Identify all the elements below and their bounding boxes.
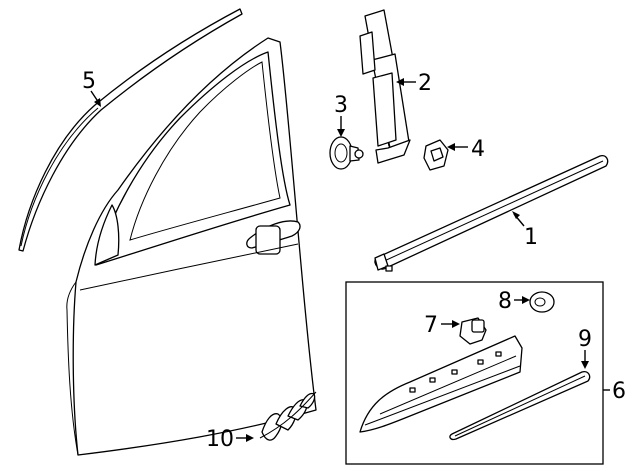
part-1-belt-molding <box>374 154 609 272</box>
door-handle <box>246 220 301 255</box>
part-7-fastener <box>459 317 487 345</box>
callout-4: 4 <box>471 137 485 162</box>
callout-8: 8 <box>498 289 512 314</box>
door-shell <box>66 37 317 456</box>
part-2-pillar-applique <box>359 9 411 164</box>
callout-7: 7 <box>424 313 438 338</box>
part-6-kit-box <box>345 281 604 465</box>
part-4-retainer <box>423 139 449 171</box>
part-9-trim-strip <box>449 370 591 441</box>
callout-5: 5 <box>82 69 96 94</box>
callout-labels: 1 2 3 4 5 6 7 8 9 10 <box>82 69 626 452</box>
callout-9: 9 <box>578 327 592 352</box>
callout-10: 10 <box>206 427 234 452</box>
callout-3: 3 <box>334 93 348 118</box>
part-5-frame-molding <box>18 8 243 252</box>
part-10-emblem <box>259 391 317 441</box>
rocker-molding <box>359 335 523 433</box>
part-3-clip <box>329 136 364 170</box>
callout-6: 6 <box>612 379 626 404</box>
callout-2: 2 <box>418 71 432 96</box>
callout-1: 1 <box>524 225 538 250</box>
part-8-clip <box>529 291 555 313</box>
leader-lines <box>90 78 610 442</box>
